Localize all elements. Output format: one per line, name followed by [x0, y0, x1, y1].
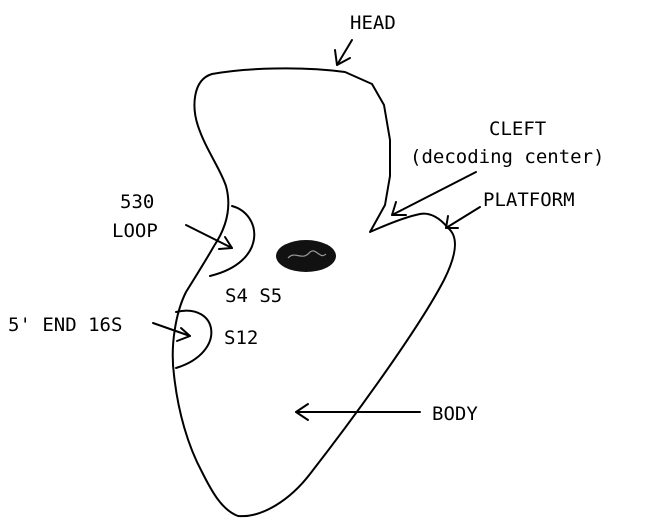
label-head: HEAD [350, 12, 396, 34]
platform-arrow [446, 207, 480, 228]
end-16s-arrow [153, 323, 190, 341]
loop-arrow [186, 225, 232, 249]
body-arrow [296, 404, 420, 420]
label-s4-s5: S4 S5 [225, 285, 282, 307]
label-platform: PLATFORM [483, 189, 575, 211]
label-530: 530 [120, 191, 154, 213]
label-5-end-16s: 5' END 16S [8, 314, 122, 336]
label-s12: S12 [224, 327, 258, 349]
label-cleft: CLEFT [489, 118, 546, 140]
subunit-outline [173, 68, 455, 516]
label-body: BODY [432, 403, 478, 425]
label-decoding-center: (decoding center) [410, 146, 604, 168]
head-arrow [335, 40, 352, 65]
label-loop: LOOP [112, 220, 158, 242]
cleft-arrow [392, 172, 476, 215]
